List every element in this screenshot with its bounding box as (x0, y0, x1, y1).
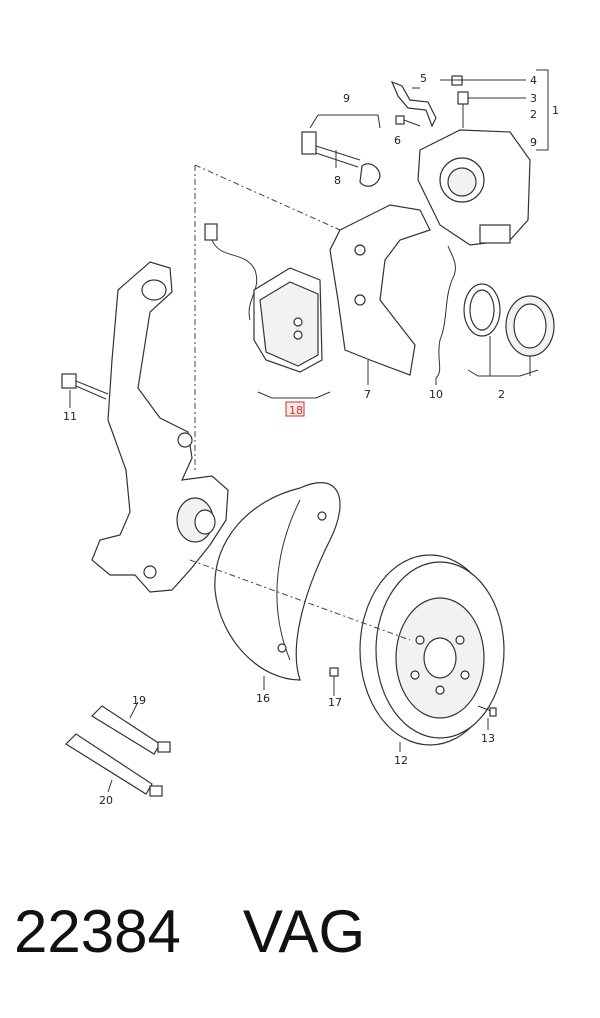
callout-13: 13 (481, 732, 495, 745)
brake-disc (359, 554, 505, 746)
guide-pin (301, 131, 381, 187)
seal-and-piston (463, 283, 555, 357)
callout-11: 11 (63, 410, 77, 423)
callout-12: 12 (394, 754, 408, 767)
grease-tubes (65, 705, 171, 797)
callout-10: 10 (429, 388, 443, 401)
steering-knuckle (91, 261, 229, 593)
screw-13 (477, 705, 497, 717)
bracket-5 (390, 80, 437, 128)
callout-4: 4 (530, 74, 537, 87)
brake-shield (214, 482, 341, 681)
screw-17 (329, 667, 339, 690)
callout-8: 8 (334, 174, 341, 187)
callout-17: 17 (328, 696, 342, 709)
brake-pads (204, 223, 323, 373)
leader-lines (69, 69, 549, 793)
callout-16: 16 (256, 692, 270, 705)
callout-9-top: 9 (343, 92, 350, 105)
callout-2-top: 2 (530, 108, 537, 121)
callout-3: 3 (530, 92, 537, 105)
caliper-housing (417, 129, 531, 246)
screw-6 (395, 115, 421, 127)
callout-18: 18 (289, 404, 303, 417)
part-number: 22384 (14, 898, 181, 965)
bleeder-3 (457, 91, 469, 128)
callout-5: 5 (420, 72, 427, 85)
spring-10 (435, 245, 456, 379)
callout-18-box (285, 401, 305, 417)
callout-7: 7 (364, 388, 371, 401)
callout-1: 1 (552, 104, 559, 117)
caliper-carrier (329, 204, 431, 376)
bolt-11 (61, 373, 109, 400)
callout-6: 6 (394, 134, 401, 147)
callout-9-right: 9 (530, 136, 537, 149)
brake-assembly-diagram: 4 3 2 1 9 5 6 9 8 7 10 2 18 11 16 17 13 … (61, 69, 559, 807)
brand: VAG (242, 898, 366, 965)
footer: 22384 VAG (14, 892, 594, 982)
callout-20: 20 (99, 794, 113, 807)
callout-19: 19 (132, 694, 146, 707)
callout-2: 2 (498, 388, 505, 401)
